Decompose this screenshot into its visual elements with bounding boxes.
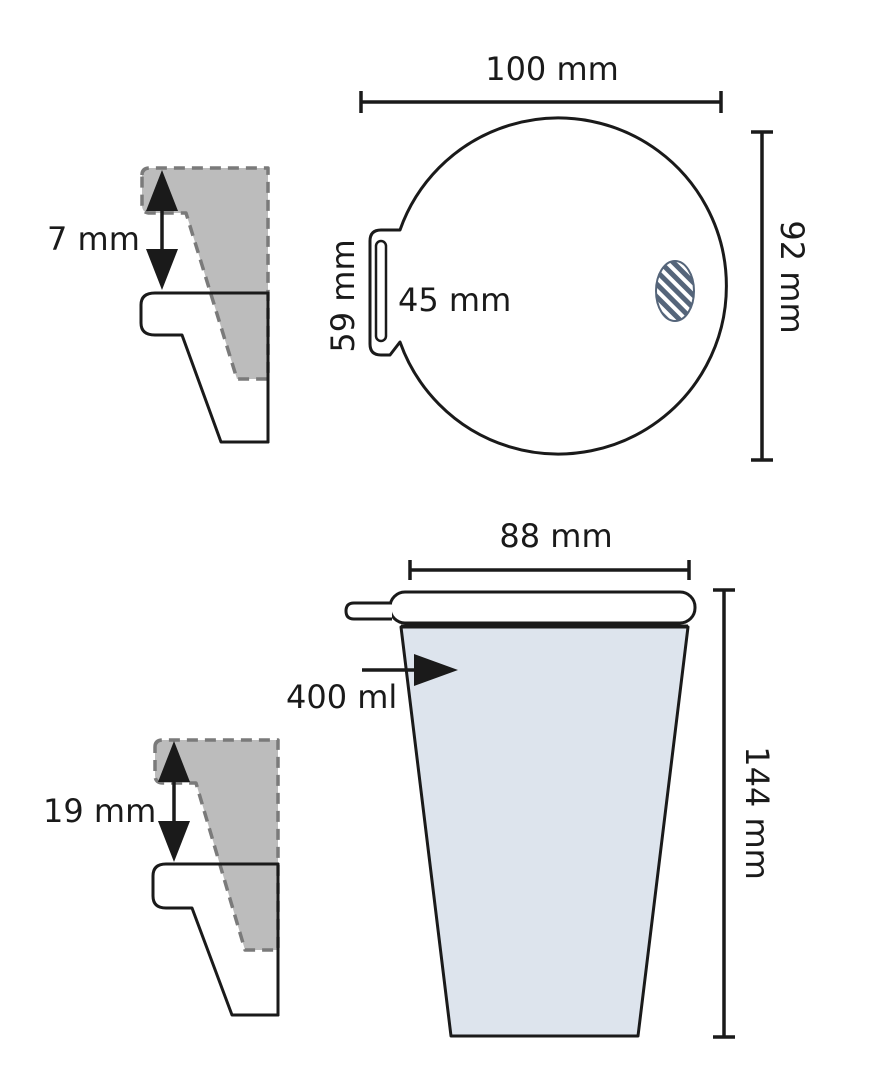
lid-shadow-upper	[140, 166, 270, 381]
lid-top-view: 100 mm 59 mm 45 mm 92 mm	[324, 50, 811, 462]
lid-width-label: 100 mm	[485, 50, 619, 88]
lid-outline	[368, 116, 728, 456]
height-dimension	[751, 130, 773, 462]
lid-side-view-upper: 7 mm	[47, 166, 270, 444]
lid-side-view-lower: 19 mm	[43, 738, 280, 1017]
lid-height-label: 92 mm	[773, 220, 811, 333]
cup-width-label: 88 mm	[499, 517, 612, 555]
tab-inner-label: 45 mm	[398, 281, 511, 319]
cup-body	[399, 625, 690, 1038]
double-headed-arrow-icon	[158, 741, 190, 862]
tab-slot	[374, 239, 388, 343]
fill-level-arrow-icon	[362, 654, 458, 686]
cup-width-dimension	[408, 560, 691, 580]
hatched-oval-icon	[655, 260, 695, 322]
cup-height-dimension	[713, 588, 735, 1039]
lid-shadow-lower	[153, 738, 280, 952]
cup-height-label: 144 mm	[738, 746, 776, 880]
cup-volume-label: 400 ml	[286, 678, 397, 716]
upper-depth-label: 7 mm	[47, 220, 140, 258]
tab-outer-label: 59 mm	[324, 239, 362, 352]
lower-depth-label: 19 mm	[43, 792, 156, 830]
bracket-lower	[151, 862, 280, 1017]
bracket-upper	[139, 291, 270, 444]
double-headed-arrow-icon	[146, 170, 178, 290]
cup-side-view: 88 mm 400 ml 144 mm	[286, 517, 776, 1039]
cup-lid	[388, 590, 697, 625]
cup-lid-tab	[344, 601, 392, 621]
width-dimension	[359, 91, 723, 113]
